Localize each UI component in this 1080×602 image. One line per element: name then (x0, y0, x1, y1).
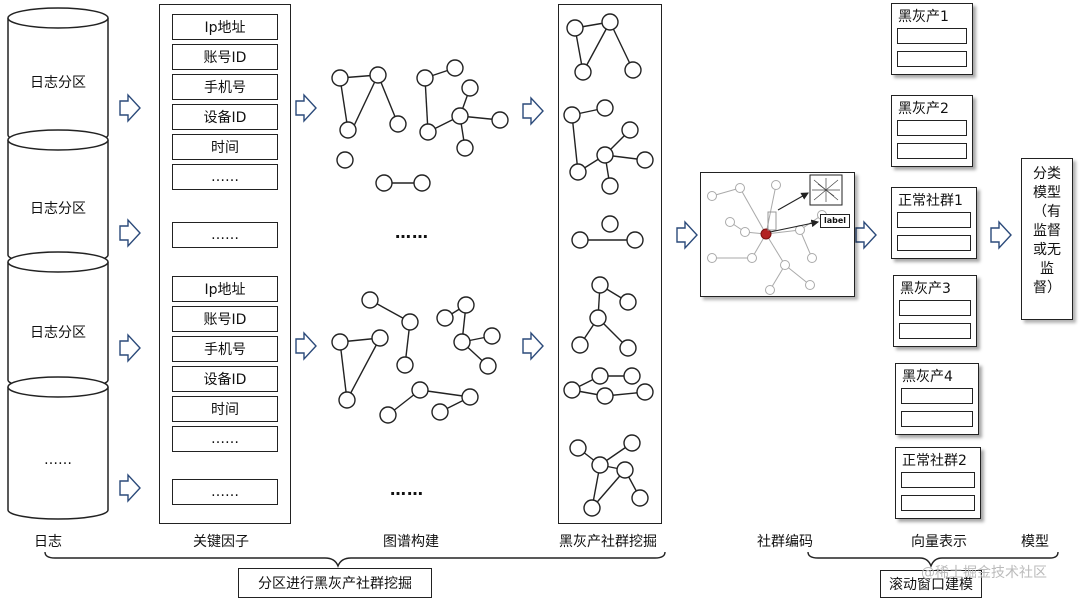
arrow-graph-2 (522, 331, 544, 361)
brace-label-left: 分区进行黑灰产社群挖掘 (238, 568, 432, 598)
model-box-text: 分类模型（有监督或无监督） (1033, 166, 1061, 296)
flow-arrows (119, 93, 1012, 503)
vector-row (899, 323, 971, 339)
vector-group-1: 黑灰产1 (891, 3, 973, 75)
mining-graphs (563, 13, 654, 517)
graph-upper (331, 59, 509, 192)
factor-cell-phone: 手机号 (172, 74, 278, 100)
brace-label-right: 滚动窗口建模 (880, 570, 982, 598)
vector-group-5-title: 黑灰产4 (902, 369, 953, 385)
factor-cell-ip-2: Ip地址 (172, 276, 278, 302)
cylinder-4-top (7, 376, 109, 398)
vector-row (901, 472, 975, 488)
vector-row (899, 300, 971, 316)
arrow-logs-2 (119, 218, 141, 248)
arrow-factors-2 (295, 331, 317, 361)
vector-row (897, 212, 971, 228)
bottom-label-vector: 向量表示 (911, 534, 967, 550)
arrow-logs-4 (119, 473, 141, 503)
factor-cell-device-2: 设备ID (172, 366, 278, 392)
encoding-panel (700, 172, 855, 297)
graph-ellipsis-2: …… (390, 480, 424, 499)
factor-cell-extra-1: …… (172, 222, 278, 248)
graph-ellipsis-1: …… (395, 223, 429, 242)
brace-right (807, 551, 1059, 568)
cylinder-1-top (7, 7, 109, 29)
brace-left (44, 551, 666, 568)
vector-group-4-title: 黑灰产3 (900, 281, 951, 297)
bottom-label-encoding: 社群编码 (757, 534, 813, 550)
encoding-label-tag: label (820, 214, 851, 228)
vector-row (897, 235, 971, 251)
arrow-vector (990, 220, 1012, 250)
bottom-label-log: 日志 (34, 534, 62, 550)
factor-cell-ip: Ip地址 (172, 14, 278, 40)
factor-cell-time-2: 时间 (172, 396, 278, 422)
arrow-mining (676, 220, 698, 250)
vector-row (901, 388, 973, 404)
watermark-text: @稀土掘金技术社区 (921, 565, 1047, 581)
arrow-logs-3 (119, 333, 141, 363)
factor-cell-more-2: …… (172, 426, 278, 452)
factor-cell-phone-2: 手机号 (172, 336, 278, 362)
log-cylinders (7, 7, 109, 520)
factor-cell-time: 时间 (172, 134, 278, 160)
log-partition-more: …… (44, 452, 72, 468)
vector-group-6: 正常社群2 (895, 447, 981, 519)
bottom-label-model: 模型 (1021, 534, 1049, 550)
vector-group-6-title: 正常社群2 (902, 453, 967, 469)
cylinder-3-top (7, 251, 109, 273)
cylinder-2-top (7, 129, 109, 151)
arrow-graph-1 (522, 96, 544, 126)
factor-cell-extra-2: …… (172, 479, 278, 505)
vector-group-5: 黑灰产4 (895, 363, 979, 435)
factor-cell-account: 账号ID (172, 44, 278, 70)
vector-row (897, 143, 967, 159)
vector-group-4: 黑灰产3 (893, 275, 977, 347)
model-box: 分类模型（有监督或无监督） (1021, 158, 1073, 320)
mining-panel (558, 4, 662, 524)
vector-row (897, 28, 967, 44)
vector-row (897, 120, 967, 136)
cylinder-4 (7, 387, 109, 520)
encoding-selector-box (767, 211, 777, 231)
arrow-encoding (855, 220, 877, 250)
vector-row (897, 51, 967, 67)
bottom-label-factors: 关键因子 (193, 534, 249, 550)
factor-cell-device: 设备ID (172, 104, 278, 130)
encoding-mini-graph (812, 178, 840, 202)
factor-cell-more: …… (172, 164, 278, 190)
vector-group-2: 黑灰产2 (891, 95, 973, 167)
log-partition-label-3: 日志分区 (30, 325, 86, 341)
vector-group-3-title: 正常社群1 (898, 193, 963, 209)
vector-group-3: 正常社群1 (891, 187, 977, 259)
bottom-label-mining: 黑灰产社群挖掘 (559, 534, 657, 550)
vector-group-2-title: 黑灰产2 (898, 101, 949, 117)
vector-row (901, 411, 973, 427)
arrow-logs-1 (119, 93, 141, 123)
bottom-label-graph: 图谱构建 (383, 534, 439, 550)
vector-group-1-title: 黑灰产1 (898, 9, 949, 25)
factor-cell-account-2: 账号ID (172, 306, 278, 332)
log-partition-label-2: 日志分区 (30, 201, 86, 217)
graph-lower (331, 291, 501, 424)
encoding-center-node (760, 228, 772, 240)
log-partition-label-1: 日志分区 (30, 75, 86, 91)
arrow-factors-1 (295, 93, 317, 123)
vector-row (901, 495, 975, 511)
